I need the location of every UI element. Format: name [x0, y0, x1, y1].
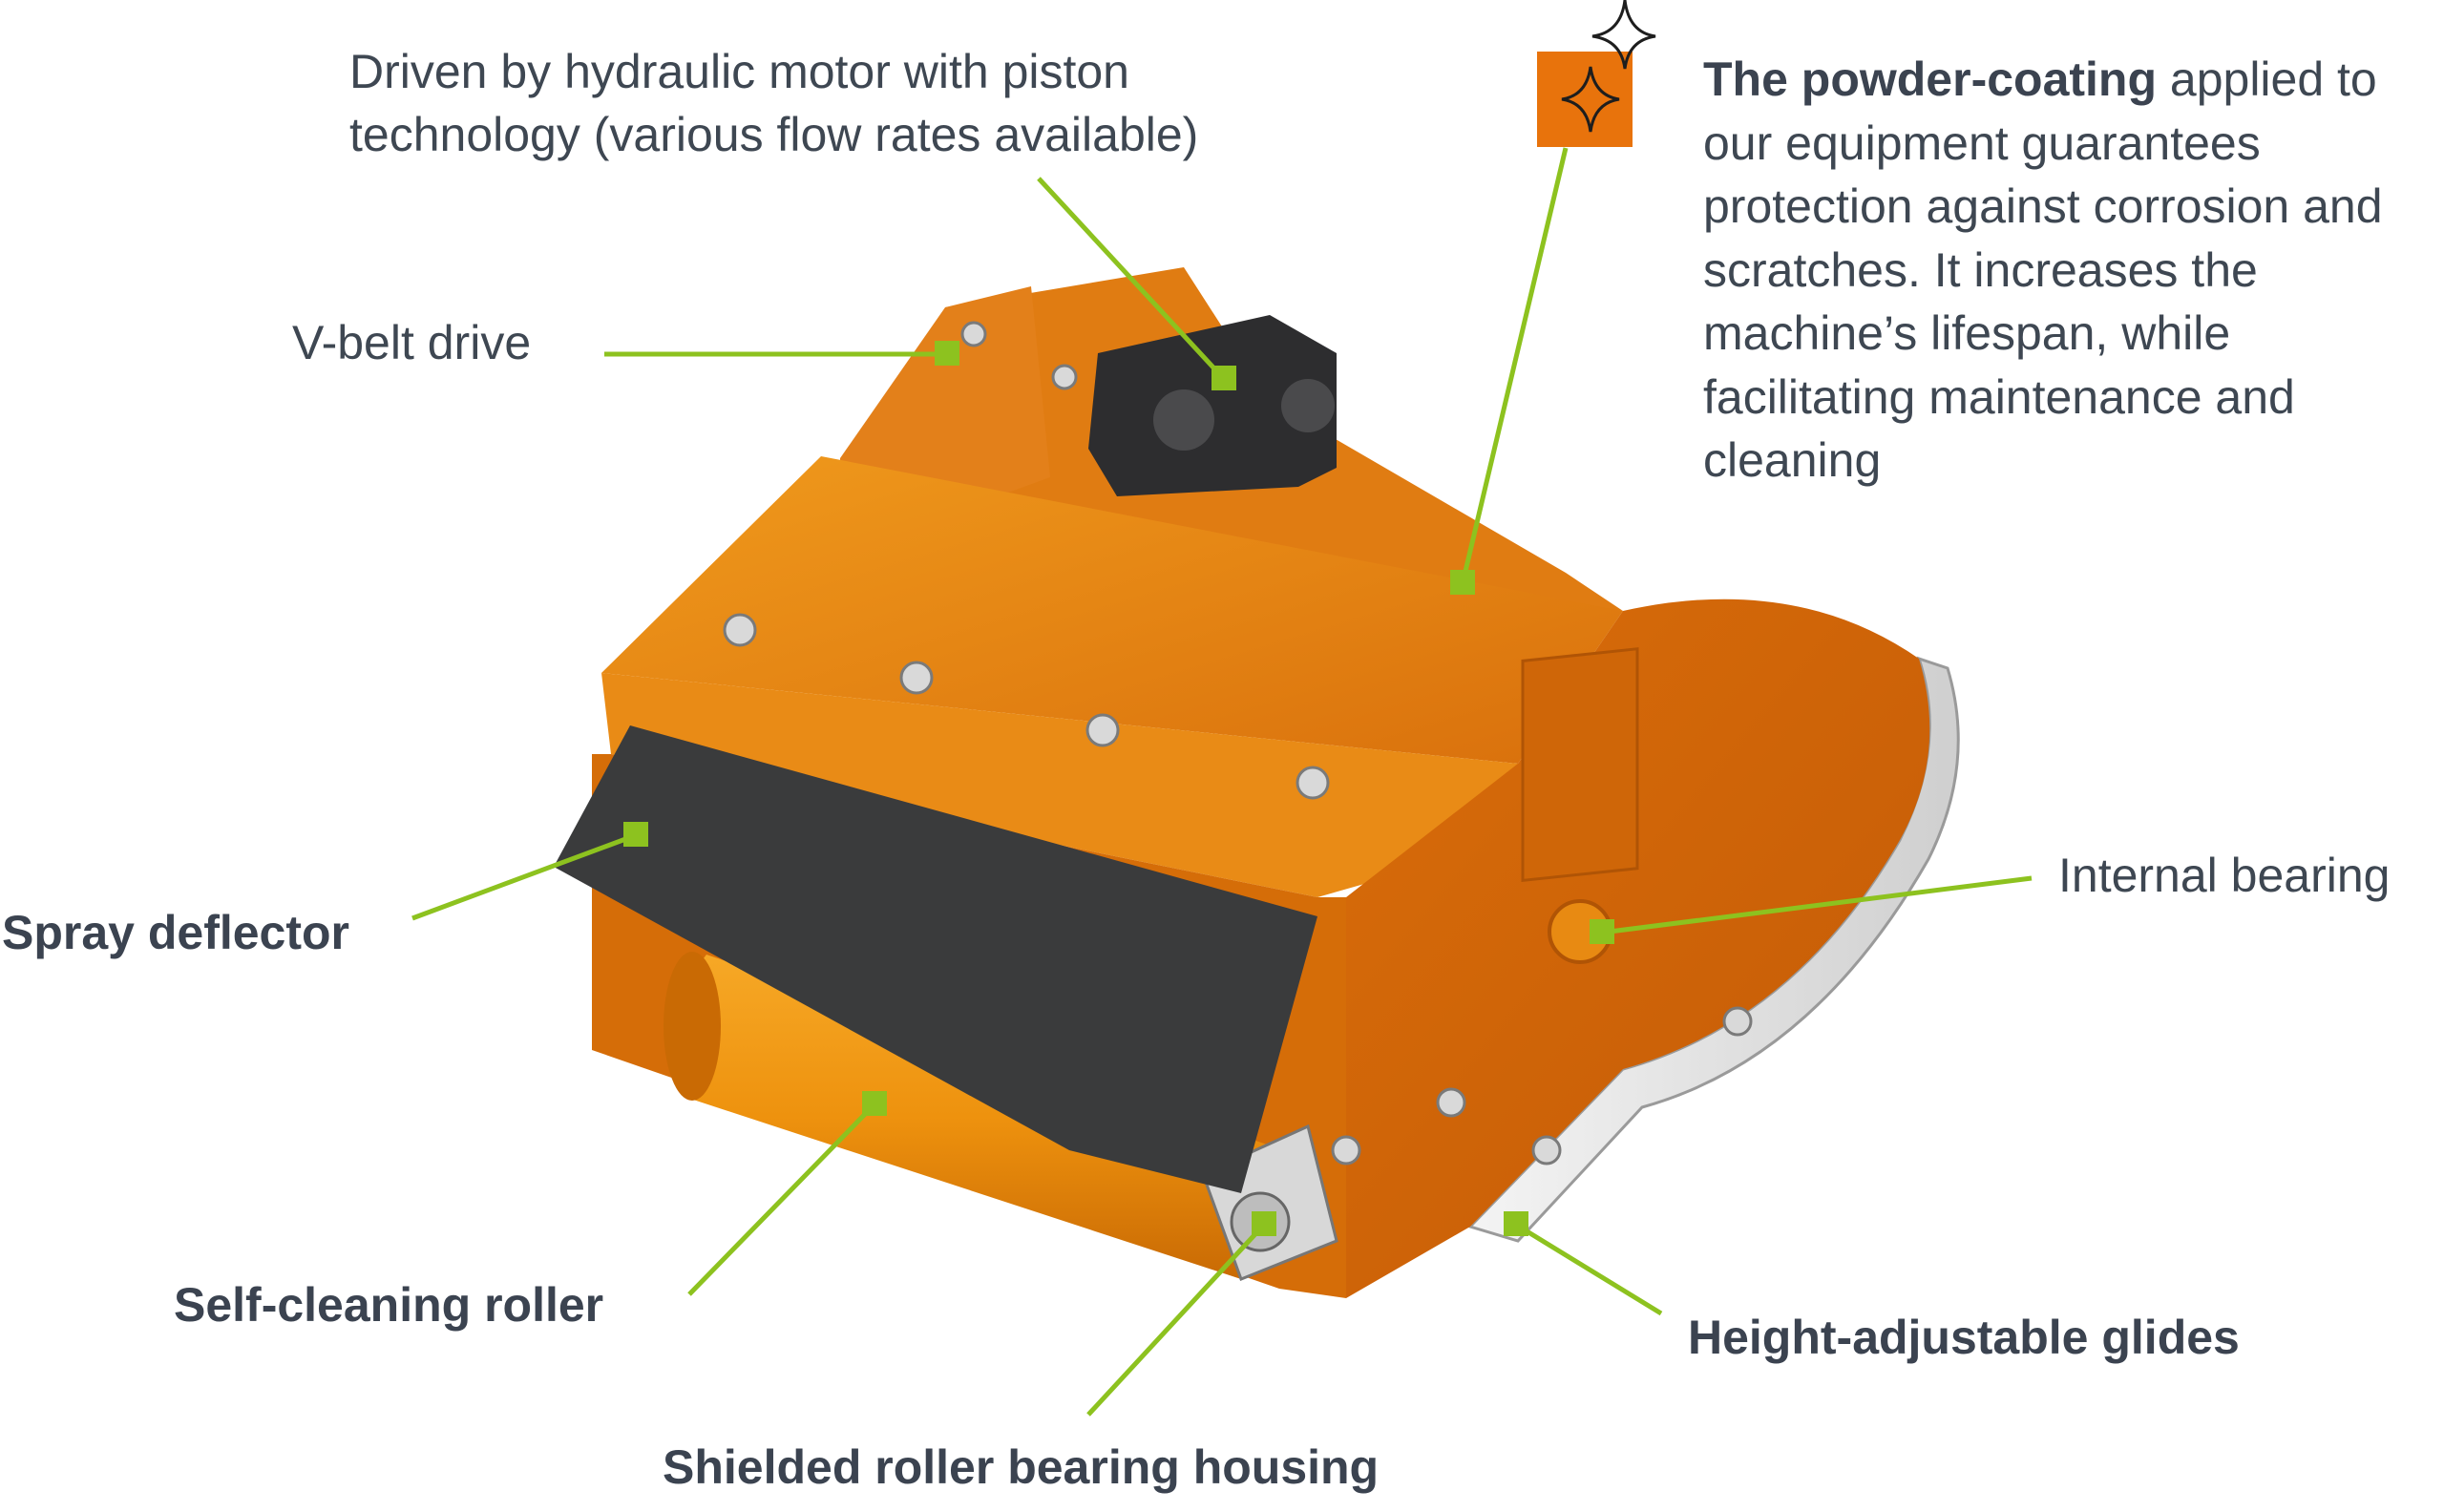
- powder-coating-title: The powder-coating: [1703, 52, 2157, 106]
- spray-deflector: [554, 725, 1317, 1193]
- sparkle-icon: [1561, 66, 1620, 133]
- hydraulic-motor-label-line1: Driven by hydraulic motor with piston: [349, 45, 1129, 98]
- powder-coating-body: applied to our equipment guarantees prot…: [1703, 52, 2383, 487]
- right-side-panel: [1346, 598, 1930, 1298]
- self-cleaning-roller-label: Self-cleaning roller: [174, 1278, 604, 1332]
- spray-deflector-label: Spray deflector: [2, 906, 350, 959]
- callout-markers: [623, 341, 1614, 1236]
- bearing-plate: [1521, 647, 1639, 883]
- internal-bearing-label: Internal bearing: [2058, 849, 2391, 902]
- bolts: [723, 321, 1753, 1166]
- callout-lines: [411, 147, 2033, 1417]
- self-cleaning-roller: [672, 955, 1284, 1279]
- powder-coating-description: The powder-coating applied to our equipm…: [1703, 48, 2438, 493]
- shielded-bearing-label: Shielded roller bearing housing: [663, 1440, 1380, 1494]
- height-glides-label: Height-adjustable glides: [1688, 1311, 2240, 1364]
- v-belt-label: V-belt drive: [292, 316, 532, 369]
- top-face: [601, 456, 1623, 764]
- front-upper-face: [601, 673, 1518, 897]
- sparkle-icon-small: [1591, 0, 1656, 70]
- hydraulic-motor: [1088, 315, 1337, 496]
- hydraulic-motor-label-line2: technology (various flow rates available…: [349, 108, 1199, 161]
